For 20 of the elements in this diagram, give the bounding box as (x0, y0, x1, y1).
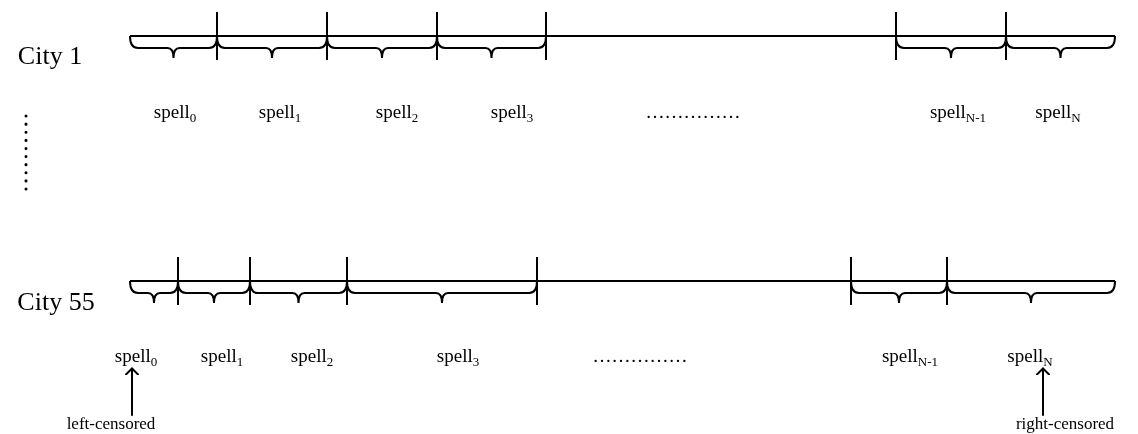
ellipsis: …………… (645, 101, 741, 123)
spell-label: spell$_{3}$ (436, 345, 480, 367)
spell-label: spell$_{2}$ (290, 345, 334, 367)
row-label: City 1 (17, 41, 83, 71)
row-label: City 55 (17, 287, 95, 317)
annotation-text: right-censored (1015, 414, 1115, 434)
spell-label: spell$_{0}$ (153, 101, 197, 123)
spell-label: spell$_{1}$ (258, 101, 302, 123)
annotation-text: left-censored (66, 414, 156, 434)
spell-label: spell$_{N-1}$ (881, 345, 939, 367)
spell-label: spell$_{1}$ (200, 345, 244, 367)
spell-label: spell$_{N}$ (1035, 101, 1081, 123)
spell-label: spell$_{N}$ (1007, 345, 1053, 367)
arrow (1035, 367, 1051, 417)
spell-label: spell$_{3}$ (490, 101, 534, 123)
ellipsis: …………… (592, 345, 688, 367)
arrow (124, 367, 140, 417)
spell-label: spell$_{2}$ (375, 101, 419, 123)
spell-label: spell$_{0}$ (114, 345, 158, 367)
spell-label: spell$_{N-1}$ (929, 101, 987, 123)
